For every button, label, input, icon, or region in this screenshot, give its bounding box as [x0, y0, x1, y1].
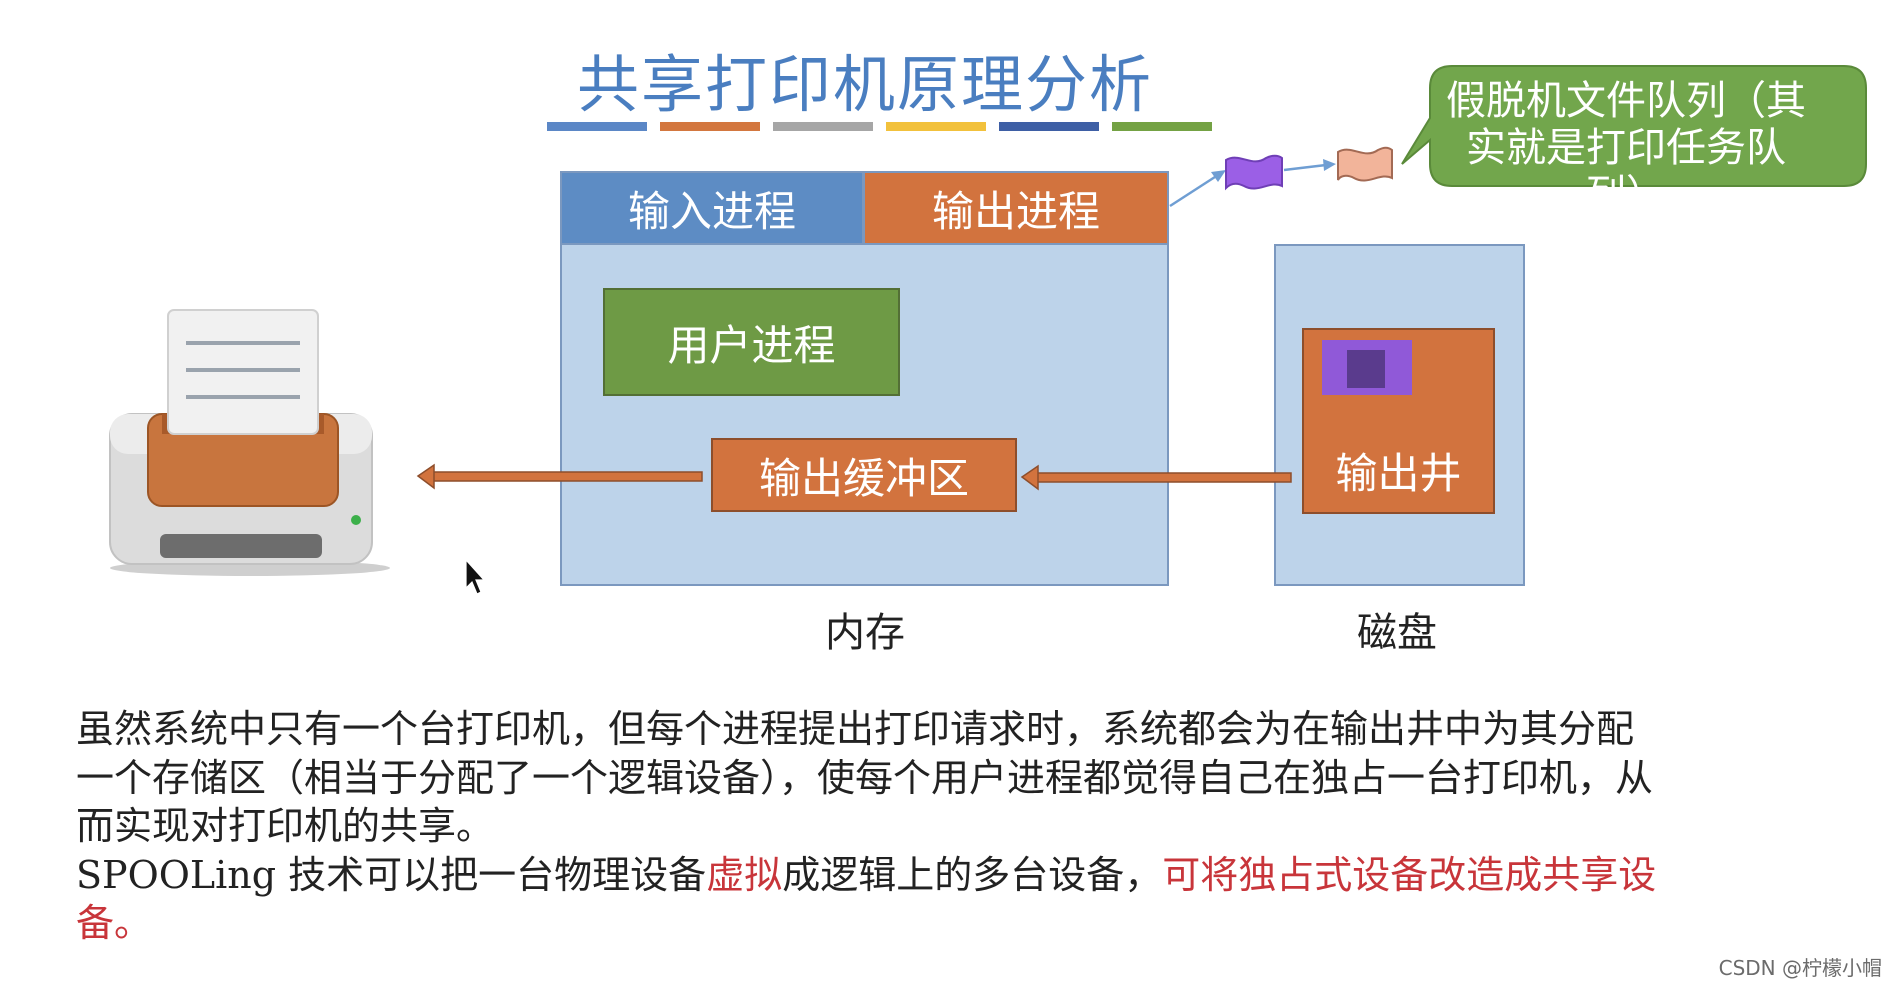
title-underline-stripe [660, 122, 760, 131]
spooling-text-c: 成逻辑上的多台设备， [782, 852, 1163, 897]
spooling-shared-highlight: 可将独占式设备改造成共享设备。 [76, 852, 1657, 946]
explanation-line-2: SPOOLing 技术可以把一台物理设备虚拟成逻辑上的多台设备，可将独占式设备改… [76, 851, 1666, 948]
user-process-label: 用户进程 [667, 320, 836, 370]
output-process-box: 输出进程 [863, 171, 1169, 245]
title-underline-stripe [773, 122, 873, 131]
input-process-label: 输入进程 [627, 186, 796, 236]
input-process-box: 输入进程 [560, 171, 864, 245]
printer-icon [109, 309, 390, 576]
arrow-well-to-buffer [1020, 464, 1292, 491]
output-process-label: 输出进程 [931, 186, 1100, 236]
arrow-buffer-to-printer [416, 463, 703, 490]
csdn-watermark: CSDN @柠檬小帽 [1718, 956, 1882, 980]
queue-callout-bubble [1401, 65, 1867, 187]
explanation-paragraph: 虽然系统中只有一个台打印机，但每个进程提出打印请求时，系统都会为在输出井中为其分… [76, 705, 1666, 948]
disk-label: 磁盘 [1357, 610, 1437, 656]
queue-callout-text: 假脱机文件队列（其 实就是打印任务队列） [1441, 78, 1811, 219]
output-buffer-box: 输出缓冲区 [711, 438, 1017, 512]
callout-line-2: 实就是打印任务队列） [1466, 125, 1786, 218]
arrow-output-to-queue [1169, 170, 1226, 208]
user-process-box: 用户进程 [603, 288, 900, 396]
title-underline-stripe [547, 122, 647, 131]
explanation-line-1: 虽然系统中只有一个台打印机，但每个进程提出打印请求时，系统都会为在输出井中为其分… [76, 707, 1654, 848]
title-underline-stripe [1112, 122, 1212, 131]
document-flag-icon [1337, 146, 1393, 182]
spooling-text-a: SPOOLing 技术可以把一台物理设备 [76, 852, 707, 897]
cursor-icon [465, 558, 486, 595]
callout-line-1: 假脱机文件队列（其 [1446, 78, 1806, 124]
output-well-label: 输出井 [1335, 449, 1462, 498]
page-title: 共享打印机原理分析 [576, 48, 1153, 121]
title-underline-stripe [999, 122, 1099, 131]
spooling-virtual-highlight: 虚拟 [706, 852, 783, 897]
title-underline-stripe [886, 122, 986, 131]
document-flag-icon [1225, 154, 1283, 191]
arrow-queue-next [1283, 159, 1336, 172]
output-buffer-label: 输出缓冲区 [758, 453, 969, 503]
well-slot-inner [1347, 350, 1385, 388]
memory-label: 内存 [825, 610, 905, 656]
